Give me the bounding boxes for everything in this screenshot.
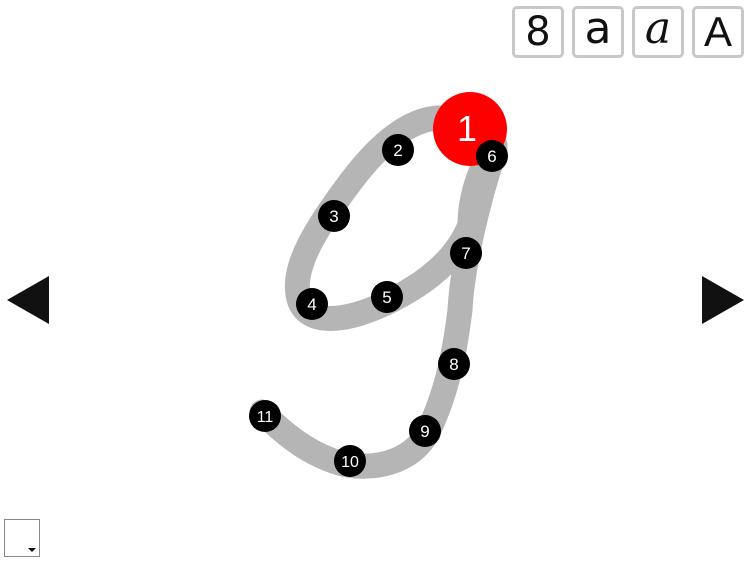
dot-10[interactable]: 10 <box>334 445 366 477</box>
svg-text:4: 4 <box>307 295 316 314</box>
dot-4[interactable]: 4 <box>296 288 328 320</box>
mode-uppercase-button[interactable]: A <box>692 6 744 58</box>
svg-text:2: 2 <box>393 141 402 160</box>
dot-3[interactable]: 3 <box>318 200 350 232</box>
svg-text:8: 8 <box>449 355 458 374</box>
svg-text:3: 3 <box>329 207 338 226</box>
svg-text:5: 5 <box>382 288 391 307</box>
prev-arrow-icon[interactable] <box>7 276 49 324</box>
dot-8[interactable]: 8 <box>438 348 470 380</box>
svg-text:1: 1 <box>457 108 477 149</box>
corner-dropdown[interactable] <box>4 519 40 557</box>
dropdown-caret-icon <box>28 548 36 552</box>
svg-text:6: 6 <box>487 147 496 166</box>
letter-mode-bar: 8 a a A <box>512 6 744 58</box>
dot-7[interactable]: 7 <box>450 237 482 269</box>
svg-text:9: 9 <box>420 422 429 441</box>
svg-text:11: 11 <box>257 409 274 426</box>
dot-2[interactable]: 2 <box>382 134 414 166</box>
mode-cursive-lowercase-button[interactable]: a <box>632 6 684 58</box>
mode-numbers-button[interactable]: 8 <box>512 6 564 58</box>
dot-6[interactable]: 6 <box>476 140 508 172</box>
dot-11[interactable]: 11 <box>249 400 281 432</box>
dot-9[interactable]: 9 <box>409 415 441 447</box>
mode-print-lowercase-button[interactable]: a <box>572 6 624 58</box>
next-arrow-icon[interactable] <box>702 276 744 324</box>
svg-text:7: 7 <box>461 244 470 263</box>
dot-5[interactable]: 5 <box>371 281 403 313</box>
svg-text:10: 10 <box>341 454 359 471</box>
